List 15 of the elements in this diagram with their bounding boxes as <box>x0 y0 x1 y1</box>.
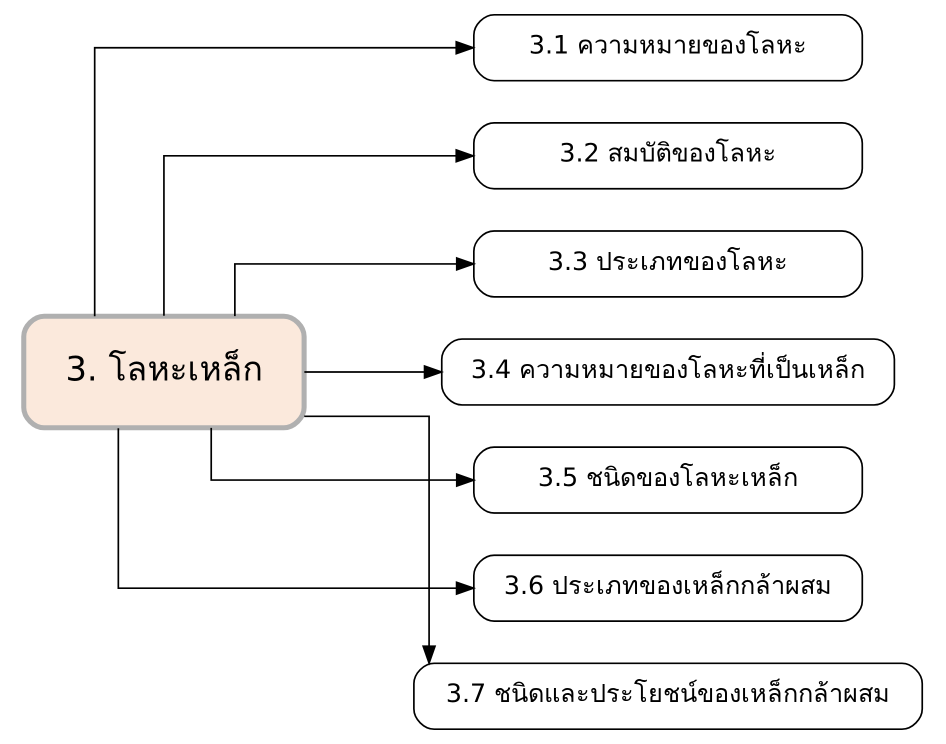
node-box: 3.2 สมบัติของโลหะ <box>473 122 864 190</box>
arrow <box>234 256 476 316</box>
arrow <box>304 364 444 380</box>
node-box: 3. โลหะเหล็ก <box>21 314 307 430</box>
node-box: 3.3 ประเภทของโลหะ <box>473 230 864 298</box>
node-box: 3.7 ชนิดและประโยชน์ของเหล็กกล้าผสม <box>413 662 924 730</box>
arrow <box>304 415 436 666</box>
node-box: 3.1 ความหมายของโลหะ <box>473 14 864 82</box>
node-box: 3.6 ประเภทของเหล็กกล้าผสม <box>473 554 864 622</box>
node-box: 3.4 ความหมายของโลหะที่เป็นเหล็ก <box>440 338 896 406</box>
arrow <box>118 428 476 596</box>
node-box: 3.5 ชนิดของโลหะเหล็ก <box>473 446 864 514</box>
arrow <box>94 40 476 316</box>
arrow <box>163 148 476 316</box>
arrow <box>210 428 476 488</box>
